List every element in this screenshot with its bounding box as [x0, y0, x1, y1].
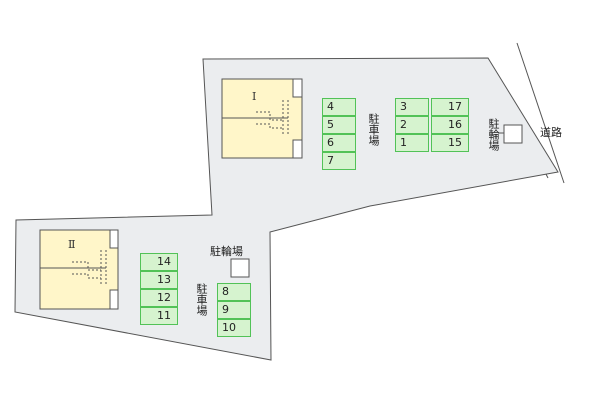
building-2-stair: [72, 250, 107, 286]
parking-space-6[interactable]: 6: [322, 134, 356, 152]
building-1-balcony-top: [292, 78, 303, 98]
bicycle-parking-box-2: [230, 258, 250, 278]
building-2-label: Ⅱ: [68, 238, 76, 251]
parking-space-15[interactable]: 15: [431, 134, 469, 152]
bicycle-parking-label-1: 駐輪場: [487, 118, 500, 151]
parking-space-8[interactable]: 8: [217, 283, 251, 301]
parking-space-2[interactable]: 2: [395, 116, 429, 134]
parking-space-5[interactable]: 5: [322, 116, 356, 134]
parking-label-1: 駐車場: [367, 113, 380, 146]
road-label: 道路: [540, 126, 562, 139]
parking-space-10[interactable]: 10: [217, 319, 251, 337]
parking-space-14[interactable]: 14: [140, 253, 178, 271]
parking-space-1[interactable]: 1: [395, 134, 429, 152]
parking-space-16[interactable]: 16: [431, 116, 469, 134]
bicycle-parking-box-1: [503, 124, 523, 144]
parking-label-2: 駐車場: [195, 283, 208, 316]
building-2-balcony-top: [109, 229, 119, 249]
parking-space-9[interactable]: 9: [217, 301, 251, 319]
building-2-shape: [39, 229, 119, 310]
building-1-balcony-bottom: [292, 139, 303, 159]
parking-space-4[interactable]: 4: [322, 98, 356, 116]
road-edge-right: [516, 42, 565, 184]
parking-space-17[interactable]: 17: [431, 98, 469, 116]
building-1-stair: [256, 100, 289, 136]
building-1-label: Ⅰ: [252, 90, 257, 103]
bicycle-parking-label-2: 駐輪場: [210, 245, 243, 258]
building-2-balcony-bottom: [109, 289, 119, 310]
parking-space-3[interactable]: 3: [395, 98, 429, 116]
parking-space-13[interactable]: 13: [140, 271, 178, 289]
parking-space-7[interactable]: 7: [322, 152, 356, 170]
parking-space-12[interactable]: 12: [140, 289, 178, 307]
parking-space-11[interactable]: 11: [140, 307, 178, 325]
